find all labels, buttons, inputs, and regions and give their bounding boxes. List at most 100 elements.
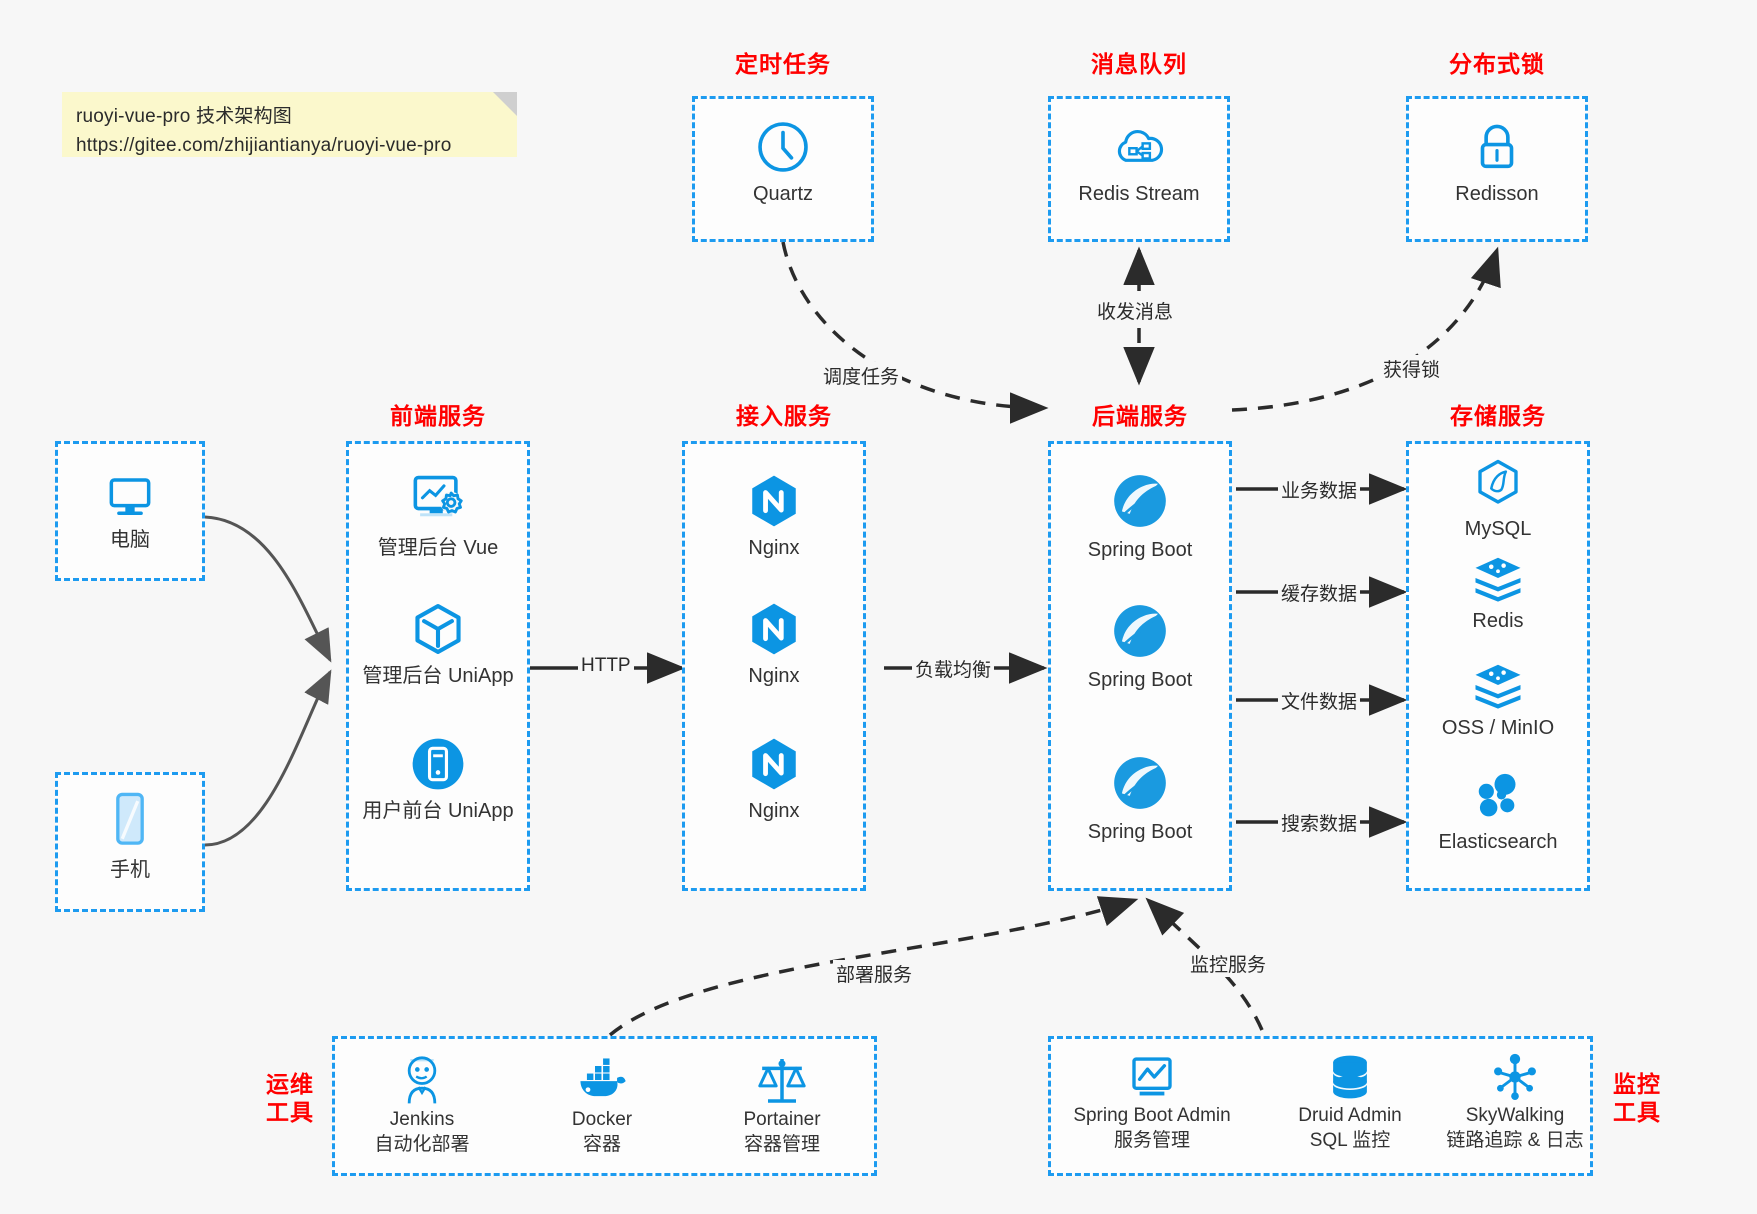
object-storage-icon — [1471, 660, 1525, 710]
node-spring-boot-3[interactable]: Spring Boot — [1048, 752, 1232, 845]
mobile-app-circle-icon — [409, 735, 467, 793]
node-label: Redisson — [1455, 183, 1539, 205]
edge-label-deploy-service: 部署服务 — [833, 960, 916, 987]
node-nginx-2[interactable]: Nginx — [682, 600, 866, 689]
edge-label-schedule-task: 调度任务 — [820, 362, 903, 389]
sticky-note: ruoyi-vue-pro 技术架构图 https://gitee.com/zh… — [62, 92, 517, 157]
edge-label-cache-data: 缓存数据 — [1278, 579, 1361, 606]
node-label: Spring Boot Admin — [1073, 1105, 1231, 1126]
node-label: 用户前台 UniApp — [362, 800, 514, 822]
node-elasticsearch[interactable]: Elasticsearch — [1406, 768, 1590, 855]
lock-icon — [1468, 118, 1526, 176]
node-user-uniapp[interactable]: 用户前台 UniApp — [346, 735, 530, 824]
node-skywalking[interactable]: SkyWalking 链路追踪 & 日志 — [1425, 1050, 1605, 1153]
node-label: Spring Boot — [1087, 669, 1193, 691]
node-label: Redis — [1472, 610, 1524, 632]
node-label: Jenkins — [389, 1109, 455, 1130]
node-sublabel: 容器管理 — [743, 1133, 820, 1155]
caption-storage-service: 存储服务 — [1450, 403, 1546, 429]
skywalking-network-icon — [1488, 1050, 1542, 1104]
node-admin-vue[interactable]: 管理后台 Vue — [346, 468, 530, 561]
caption-monitor-tools: 监控 工具 — [1605, 1070, 1669, 1126]
node-nginx-1[interactable]: Nginx — [682, 472, 866, 561]
nginx-icon — [745, 735, 803, 793]
node-label: Elasticsearch — [1438, 831, 1558, 853]
node-redisson[interactable]: Redisson — [1406, 118, 1588, 207]
node-label: Redis Stream — [1078, 183, 1200, 205]
node-redis-stream[interactable]: Redis Stream — [1048, 118, 1230, 207]
node-computer[interactable]: 电脑 — [55, 466, 205, 553]
node-quartz[interactable]: Quartz — [692, 118, 874, 207]
spring-boot-icon — [1109, 470, 1171, 532]
node-label: 管理后台 Vue — [377, 537, 499, 559]
node-docker[interactable]: Docker 容器 — [522, 1052, 682, 1157]
sticky-note-url: https://gitee.com/zhijiantianya/ruoyi-vu… — [76, 134, 452, 156]
dashboard-settings-icon — [407, 468, 469, 530]
edge-label-send-receive-msg: 收发消息 — [1094, 297, 1177, 324]
zone-monitor-tools — [1048, 1036, 1593, 1176]
caption-message-queue: 消息队列 — [1091, 51, 1187, 77]
edge-label-file-data: 文件数据 — [1278, 687, 1361, 714]
node-label: Druid Admin — [1298, 1105, 1402, 1126]
node-label: Spring Boot — [1087, 539, 1193, 561]
edge-label-acquire-lock: 获得锁 — [1380, 355, 1444, 382]
spring-boot-icon — [1109, 752, 1171, 814]
elasticsearch-icon — [1470, 768, 1526, 824]
cloud-stream-icon — [1110, 118, 1168, 176]
node-spring-boot-admin[interactable]: Spring Boot Admin 服务管理 — [1052, 1050, 1252, 1153]
monitor-chart-icon — [1125, 1050, 1179, 1104]
zone-distributed-lock — [1406, 96, 1588, 242]
spring-boot-icon — [1109, 600, 1171, 662]
node-sublabel: 容器 — [582, 1133, 621, 1155]
caption-scheduled-task: 定时任务 — [735, 51, 831, 77]
caption-gateway-service: 接入服务 — [736, 403, 832, 429]
caption-devops-tools: 运维 工具 — [258, 1070, 322, 1126]
node-sublabel: 服务管理 — [1113, 1129, 1190, 1151]
node-phone[interactable]: 手机 — [55, 790, 205, 883]
mysql-icon — [1471, 457, 1525, 511]
caption-backend-service: 后端服务 — [1092, 403, 1188, 429]
docker-icon — [574, 1052, 630, 1108]
node-label: Spring Boot — [1087, 821, 1193, 843]
cube-icon — [409, 600, 467, 658]
sticky-note-title: ruoyi-vue-pro 技术架构图 — [76, 106, 293, 127]
node-label: OSS / MinIO — [1441, 717, 1555, 739]
edge-label-http: HTTP — [578, 655, 634, 677]
caption-distributed-lock: 分布式锁 — [1449, 51, 1545, 77]
node-label: Nginx — [748, 665, 800, 687]
nginx-icon — [745, 600, 803, 658]
node-druid-admin[interactable]: Druid Admin SQL 监控 — [1270, 1050, 1430, 1153]
node-mysql[interactable]: MySQL — [1406, 457, 1590, 542]
node-redis[interactable]: Redis — [1406, 553, 1590, 634]
node-label: 管理后台 UniApp — [362, 665, 514, 687]
edge-label-search-data: 搜索数据 — [1278, 809, 1361, 836]
caption-devops-line-1: 运维 — [266, 1071, 314, 1097]
node-admin-uniapp[interactable]: 管理后台 UniApp — [346, 600, 530, 689]
zone-message-queue — [1048, 96, 1230, 242]
node-label: Nginx — [748, 537, 800, 559]
node-spring-boot-2[interactable]: Spring Boot — [1048, 600, 1232, 693]
caption-devops-line-2: 工具 — [266, 1099, 314, 1126]
node-oss-minio[interactable]: OSS / MinIO — [1406, 660, 1590, 741]
node-label: Portainer — [743, 1109, 821, 1130]
node-jenkins[interactable]: Jenkins 自动化部署 — [342, 1052, 502, 1157]
node-sublabel: 链路追踪 & 日志 — [1446, 1129, 1584, 1151]
zone-computer — [55, 441, 205, 581]
database-icon — [1323, 1050, 1377, 1104]
node-label: Quartz — [752, 183, 814, 205]
caption-frontend-service: 前端服务 — [390, 403, 486, 429]
node-label: MySQL — [1464, 518, 1532, 540]
node-spring-boot-1[interactable]: Spring Boot — [1048, 470, 1232, 563]
node-sublabel: SQL 监控 — [1309, 1129, 1391, 1151]
node-portainer[interactable]: Portainer 容器管理 — [702, 1052, 862, 1157]
node-label: 电脑 — [110, 529, 150, 551]
node-label: Nginx — [748, 800, 800, 822]
sticky-note-fold-corner — [493, 92, 517, 116]
nginx-icon — [745, 472, 803, 530]
node-nginx-3[interactable]: Nginx — [682, 735, 866, 824]
node-label: 手机 — [110, 859, 150, 881]
jenkins-icon — [396, 1052, 448, 1108]
node-label: Docker — [571, 1109, 633, 1130]
edge-label-load-balance: 负载均衡 — [912, 655, 995, 682]
